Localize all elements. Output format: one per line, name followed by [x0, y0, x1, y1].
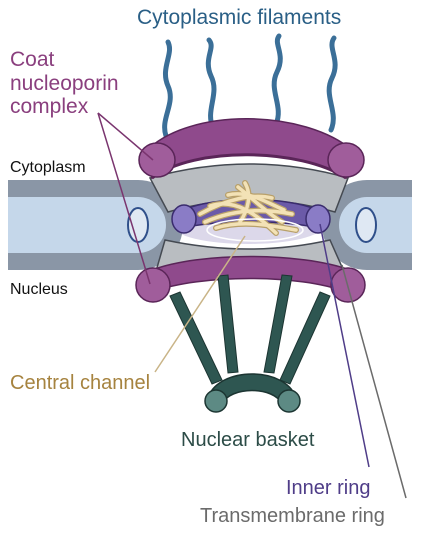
cytoplasmic-filament	[162, 39, 173, 139]
label-transmembrane-ring: Transmembrane ring	[200, 505, 385, 527]
label-coat-line: nucleoporin	[10, 71, 119, 95]
label-nuclear-basket: Nuclear basket	[181, 429, 315, 451]
nuclear-basket	[169, 274, 331, 413]
coat-ring-node-right	[327, 142, 365, 178]
cytoplasmic-filament	[205, 37, 217, 131]
inner-ring-node-right	[305, 204, 331, 234]
label-cytoplasm: Cytoplasm	[10, 159, 86, 176]
central-channel-leader-line	[154, 235, 246, 373]
label-cytoplasmic-filaments: Cytoplasmic filaments	[137, 6, 342, 29]
label-coat-nucleoporin-complex: Coat nucleoporin complex	[10, 48, 140, 119]
inner-ring-node-left	[171, 204, 197, 234]
central-channel-outline	[206, 218, 304, 242]
basket-strut	[217, 274, 239, 374]
transmembrane-leader-line	[341, 264, 407, 499]
leader-lines	[97, 112, 407, 499]
central-channel-strands	[197, 180, 299, 236]
cytoplasmic-filament	[271, 33, 283, 127]
fg-strand	[236, 185, 284, 224]
fg-strand	[226, 192, 286, 212]
transmembrane-ring-node-right	[355, 207, 377, 243]
fg-strand	[214, 222, 298, 232]
cytoplasmic-filament	[326, 35, 338, 133]
transmembrane-ring-node-left	[127, 207, 149, 243]
label-inner-ring: Inner ring	[286, 477, 371, 499]
basket-strut	[279, 291, 331, 385]
basket-strut	[263, 274, 293, 374]
cytoplasmic-filaments	[162, 33, 338, 139]
coat-arch-bottom	[151, 255, 351, 294]
membrane-left-lumen	[8, 197, 166, 253]
coat-ring-node-left-bottom	[135, 267, 171, 303]
label-coat-line: complex	[10, 95, 89, 119]
label-nucleus: Nucleus	[10, 281, 68, 298]
coat-leader-line	[97, 112, 151, 285]
coat-nucleoporin-top	[138, 118, 365, 180]
fg-strand	[198, 194, 274, 216]
label-central-channel: Central channel	[10, 372, 151, 394]
basket-strut	[169, 291, 223, 385]
coat-ring-node-left	[138, 142, 176, 178]
basket-ring-node-right	[277, 389, 301, 413]
basket-ring-node-left	[204, 389, 228, 413]
label-coat-line: Coat	[10, 48, 55, 71]
inner-ring-leader-line	[319, 223, 370, 468]
coat-leader-line	[97, 112, 154, 161]
